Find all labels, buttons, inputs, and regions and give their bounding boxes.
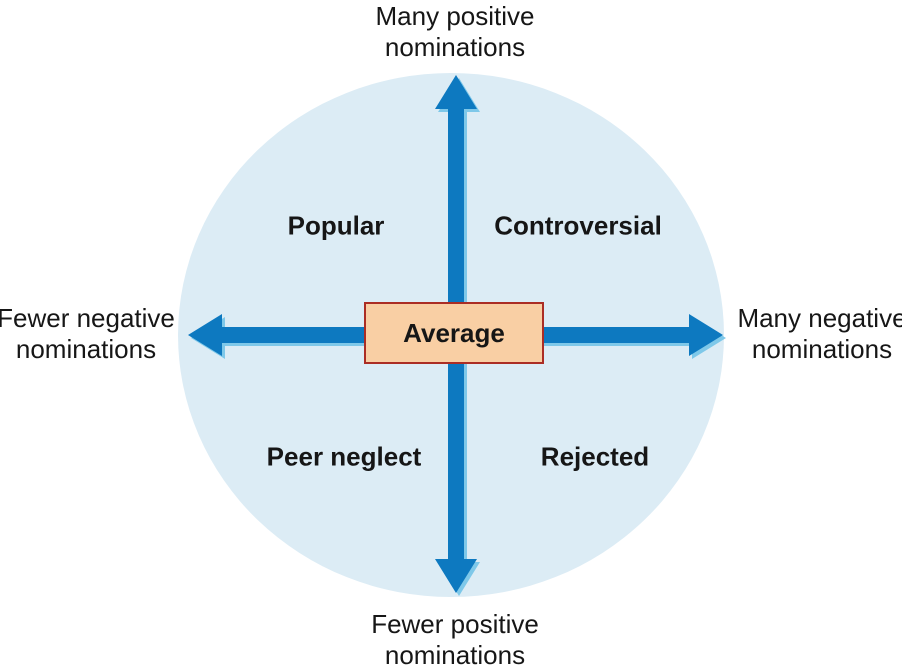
axis-label-top: Many positive nominations	[300, 1, 610, 63]
axis-label-left: Fewer negative nominations	[0, 303, 194, 365]
average-center-box: Average	[364, 302, 544, 364]
average-center-label: Average	[403, 317, 505, 348]
quadrant-label-controversial: Controversial	[494, 210, 662, 241]
quadrant-label-peer-neglect: Peer neglect	[266, 441, 422, 472]
axis-label-right-line1: Many negative	[737, 303, 902, 333]
axis-label-right: Many negative nominations	[716, 303, 902, 365]
quadrant-label-popular: Popular	[287, 210, 385, 241]
quadrant-label-rejected: Rejected	[540, 441, 650, 472]
axis-label-bottom-line2: nominations	[384, 640, 526, 670]
axis-label-bottom: Fewer positive nominations	[300, 609, 610, 670]
axis-label-top-line1: Many positive	[375, 1, 535, 31]
axis-label-bottom-line1: Fewer positive	[371, 609, 539, 639]
axis-label-left-line1: Fewer negative	[0, 303, 175, 333]
axis-label-left-line2: nominations	[15, 334, 157, 364]
axis-label-top-line2: nominations	[384, 32, 526, 62]
axis-label-right-line2: nominations	[751, 334, 893, 364]
